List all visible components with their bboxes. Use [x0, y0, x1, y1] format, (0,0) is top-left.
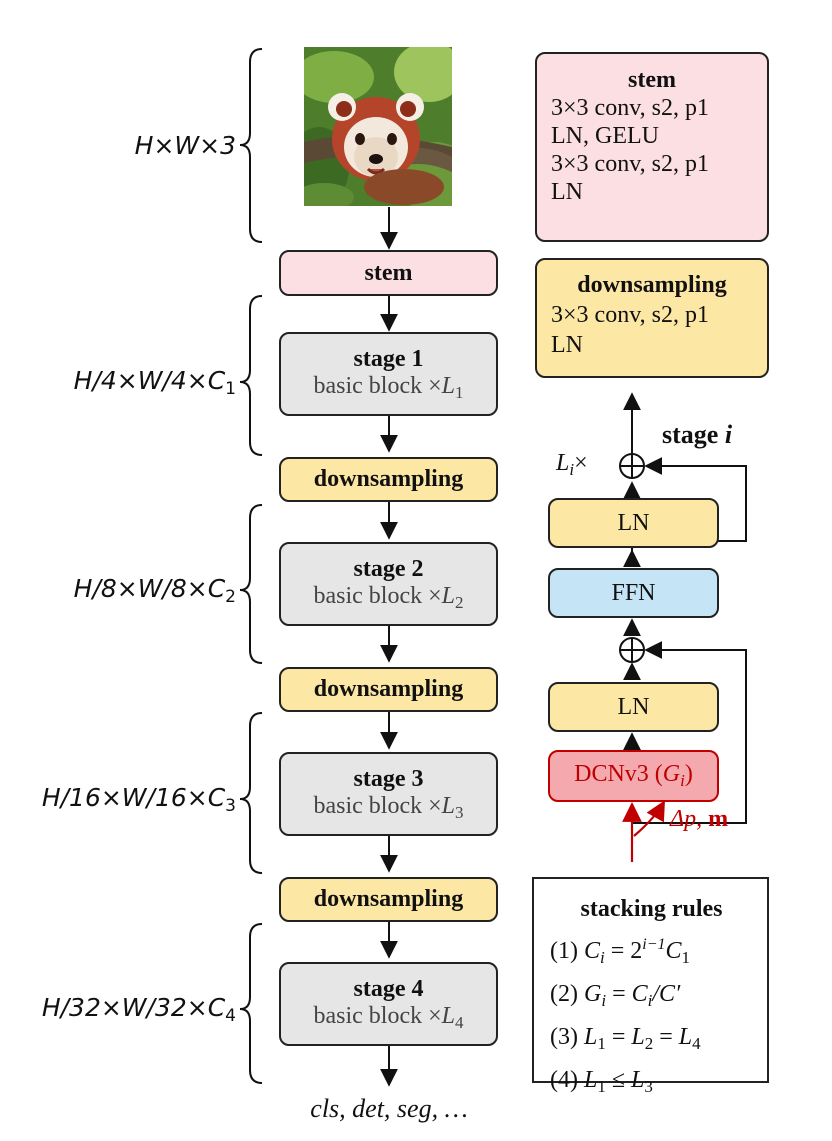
downsampling-detail-line-2: LN [551, 332, 583, 358]
stage-1-box: stage 1 basic block ×L1 [279, 332, 498, 416]
dim-label-input: H×W×3 [134, 131, 236, 160]
downsampling-box-3: downsampling [279, 877, 498, 922]
stem-detail-line-3: 3×3 conv, s2, p1 [551, 151, 709, 177]
dim-label-stage-4: H/32×W/32×C4 [41, 993, 236, 1026]
stage-i-ffn: FFN [548, 568, 719, 618]
stacking-rules-title: stacking rules [580, 896, 723, 922]
stage-i-ln-bottom: LN [548, 682, 719, 732]
stem-detail-line-2: LN, GELU [551, 123, 659, 149]
offset-mask-label: Δp, m [670, 806, 729, 832]
output-label: cls, det, seg, … [310, 1094, 468, 1123]
stem-box: stem [279, 250, 498, 296]
downsampling-detail-line-1: 3×3 conv, s2, p1 [551, 302, 709, 328]
stem-detail-line-1: 3×3 conv, s2, p1 [551, 95, 709, 121]
stage-1-desc: basic block ×L1 [313, 372, 464, 402]
downsampling-detail-title: downsampling [577, 272, 727, 298]
stem-box-label: stem [364, 259, 413, 286]
rule-3: (3) L1 = L2 = L4 [550, 1024, 701, 1053]
downsampling-label-2: downsampling [313, 676, 464, 702]
dcn-offset-arrows [622, 800, 665, 862]
red-panda-illustration [304, 47, 452, 206]
stage-3-title: stage 3 [353, 765, 424, 792]
dim-label-stage-1: H/4×W/4×C1 [73, 366, 236, 399]
stage-4-desc: basic block ×L4 [313, 1002, 464, 1032]
stage-i-title: stage i [662, 420, 733, 449]
dim-label-stage-3: H/16×W/16×C3 [41, 783, 236, 816]
rule-2: (2) Gi = Ci/C′ [550, 981, 681, 1010]
stage-2-desc: basic block ×L2 [313, 582, 464, 612]
stage-1-title: stage 1 [353, 345, 424, 372]
stage-i-repeat-label: Li× [556, 450, 588, 479]
stacking-rules-box: stacking rules (1) Ci = 2i−1C1 (2) Gi = … [532, 877, 769, 1096]
stem-detail-title: stem [628, 67, 676, 93]
rule-4: (4) L1 ≤ L3 [550, 1067, 653, 1096]
stage-2-box: stage 2 basic block ×L2 [279, 542, 498, 626]
downsampling-detail-box: downsampling 3×3 conv, s2, p1 LN [535, 258, 769, 378]
dimension-braces [239, 48, 263, 1084]
stage-i-dcnv3: DCNv3 (Gi) [548, 750, 719, 802]
input-image [304, 47, 452, 206]
downsampling-label-3: downsampling [313, 886, 464, 912]
stem-detail-line-4: LN [551, 179, 583, 205]
downsampling-label-1: downsampling [313, 466, 464, 492]
stage-4-title: stage 4 [353, 975, 424, 1002]
stem-detail-box: stem 3×3 conv, s2, p1 LN, GELU 3×3 conv,… [535, 52, 769, 242]
stage-i-ln-top: LN [548, 498, 719, 548]
stage-3-desc: basic block ×L3 [313, 792, 464, 822]
rule-1: (1) Ci = 2i−1C1 [550, 936, 691, 967]
stage-4-box: stage 4 basic block ×L4 [279, 962, 498, 1046]
downsampling-box-1: downsampling [279, 457, 498, 502]
stage-3-box: stage 3 basic block ×L3 [279, 752, 498, 836]
downsampling-box-2: downsampling [279, 667, 498, 712]
dim-label-stage-2: H/8×W/8×C2 [73, 574, 236, 607]
stage-2-title: stage 2 [353, 555, 424, 582]
